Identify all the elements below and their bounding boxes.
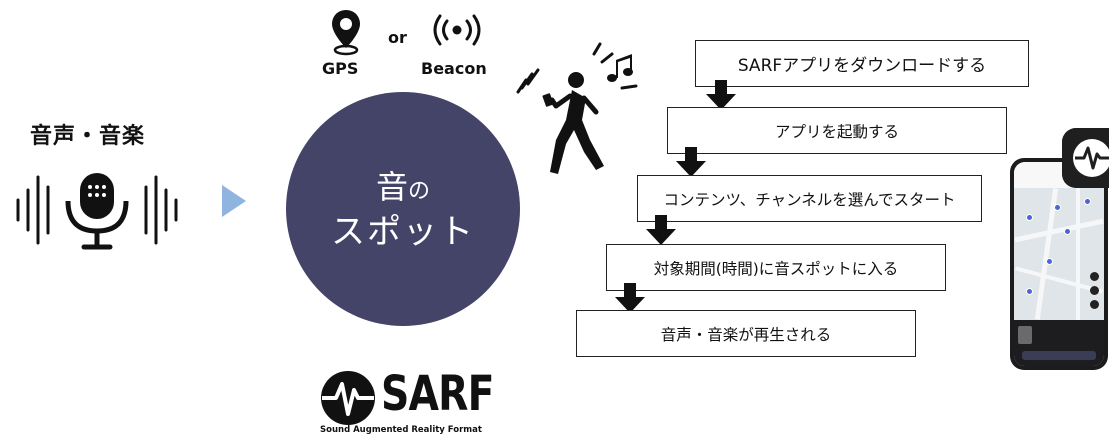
step-5-box: 音声・音楽が再生される xyxy=(576,310,916,357)
step-4-label: 対象期間(時間)に音スポットに入る xyxy=(653,259,899,278)
map-control-button[interactable] xyxy=(1090,300,1099,309)
map-pin-icon xyxy=(332,10,360,56)
map-pin-icon[interactable] xyxy=(1064,228,1071,235)
step-2-box: アプリを起動する xyxy=(667,107,1007,154)
sarf-logo-icon xyxy=(321,371,375,425)
sound-spot-title-line2: スポット xyxy=(331,212,475,252)
beacon-signal-icon xyxy=(433,14,481,46)
sound-spot-circle: 音の スポット xyxy=(286,92,520,326)
map-pin-icon[interactable] xyxy=(1046,258,1053,265)
step-4-box: 対象期間(時間)に音スポットに入る xyxy=(606,244,946,291)
source-label: 音声・音楽 xyxy=(30,124,146,149)
play-arrow-icon xyxy=(222,185,246,217)
sarf-logo-word: SARF xyxy=(381,366,495,422)
down-arrow-icon xyxy=(676,147,706,177)
map-pin-icon[interactable] xyxy=(1026,214,1033,221)
down-arrow-icon xyxy=(646,215,676,245)
sound-spot-title-particle: の xyxy=(408,179,431,204)
phone-map xyxy=(1014,188,1104,320)
step-3-box: コンテンツ、チャンネルを選んでスタート xyxy=(637,175,982,222)
phone-sheet-button[interactable] xyxy=(1022,351,1096,360)
step-2-label: アプリを起動する xyxy=(774,122,899,141)
map-pin-icon[interactable] xyxy=(1084,198,1091,205)
beacon-label: Beacon xyxy=(421,59,487,78)
map-pin-icon[interactable] xyxy=(1054,204,1061,211)
map-control-button[interactable] xyxy=(1090,272,1099,281)
step-3-label: コンテンツ、チャンネルを選んでスタート xyxy=(663,190,956,209)
phone-app-icon xyxy=(1062,128,1109,188)
phone-screen xyxy=(1014,162,1104,366)
phone-bottom-sheet xyxy=(1014,320,1104,366)
down-arrow-icon xyxy=(615,283,645,313)
gps-label: GPS xyxy=(322,59,359,78)
step-1-box: SARFアプリをダウンロードする xyxy=(695,40,1029,87)
down-arrow-icon xyxy=(706,80,736,110)
map-pin-icon[interactable] xyxy=(1026,288,1033,295)
walking-person-icon xyxy=(516,42,638,174)
phone-mockup xyxy=(1010,158,1108,370)
map-control-button[interactable] xyxy=(1090,286,1099,295)
step-1-label: SARFアプリをダウンロードする xyxy=(737,56,987,76)
phone-sheet-thumbnail xyxy=(1018,326,1032,344)
step-5-label: 音声・音楽が再生される xyxy=(660,325,832,344)
sound-spot-title-main: 音 xyxy=(375,168,408,206)
microphone-waveform-icon xyxy=(16,173,178,250)
sarf-tagline: Sound Augmented Reality Format xyxy=(320,425,482,435)
sound-spot-title-line1: 音の xyxy=(286,162,520,208)
or-label: or xyxy=(388,28,407,47)
